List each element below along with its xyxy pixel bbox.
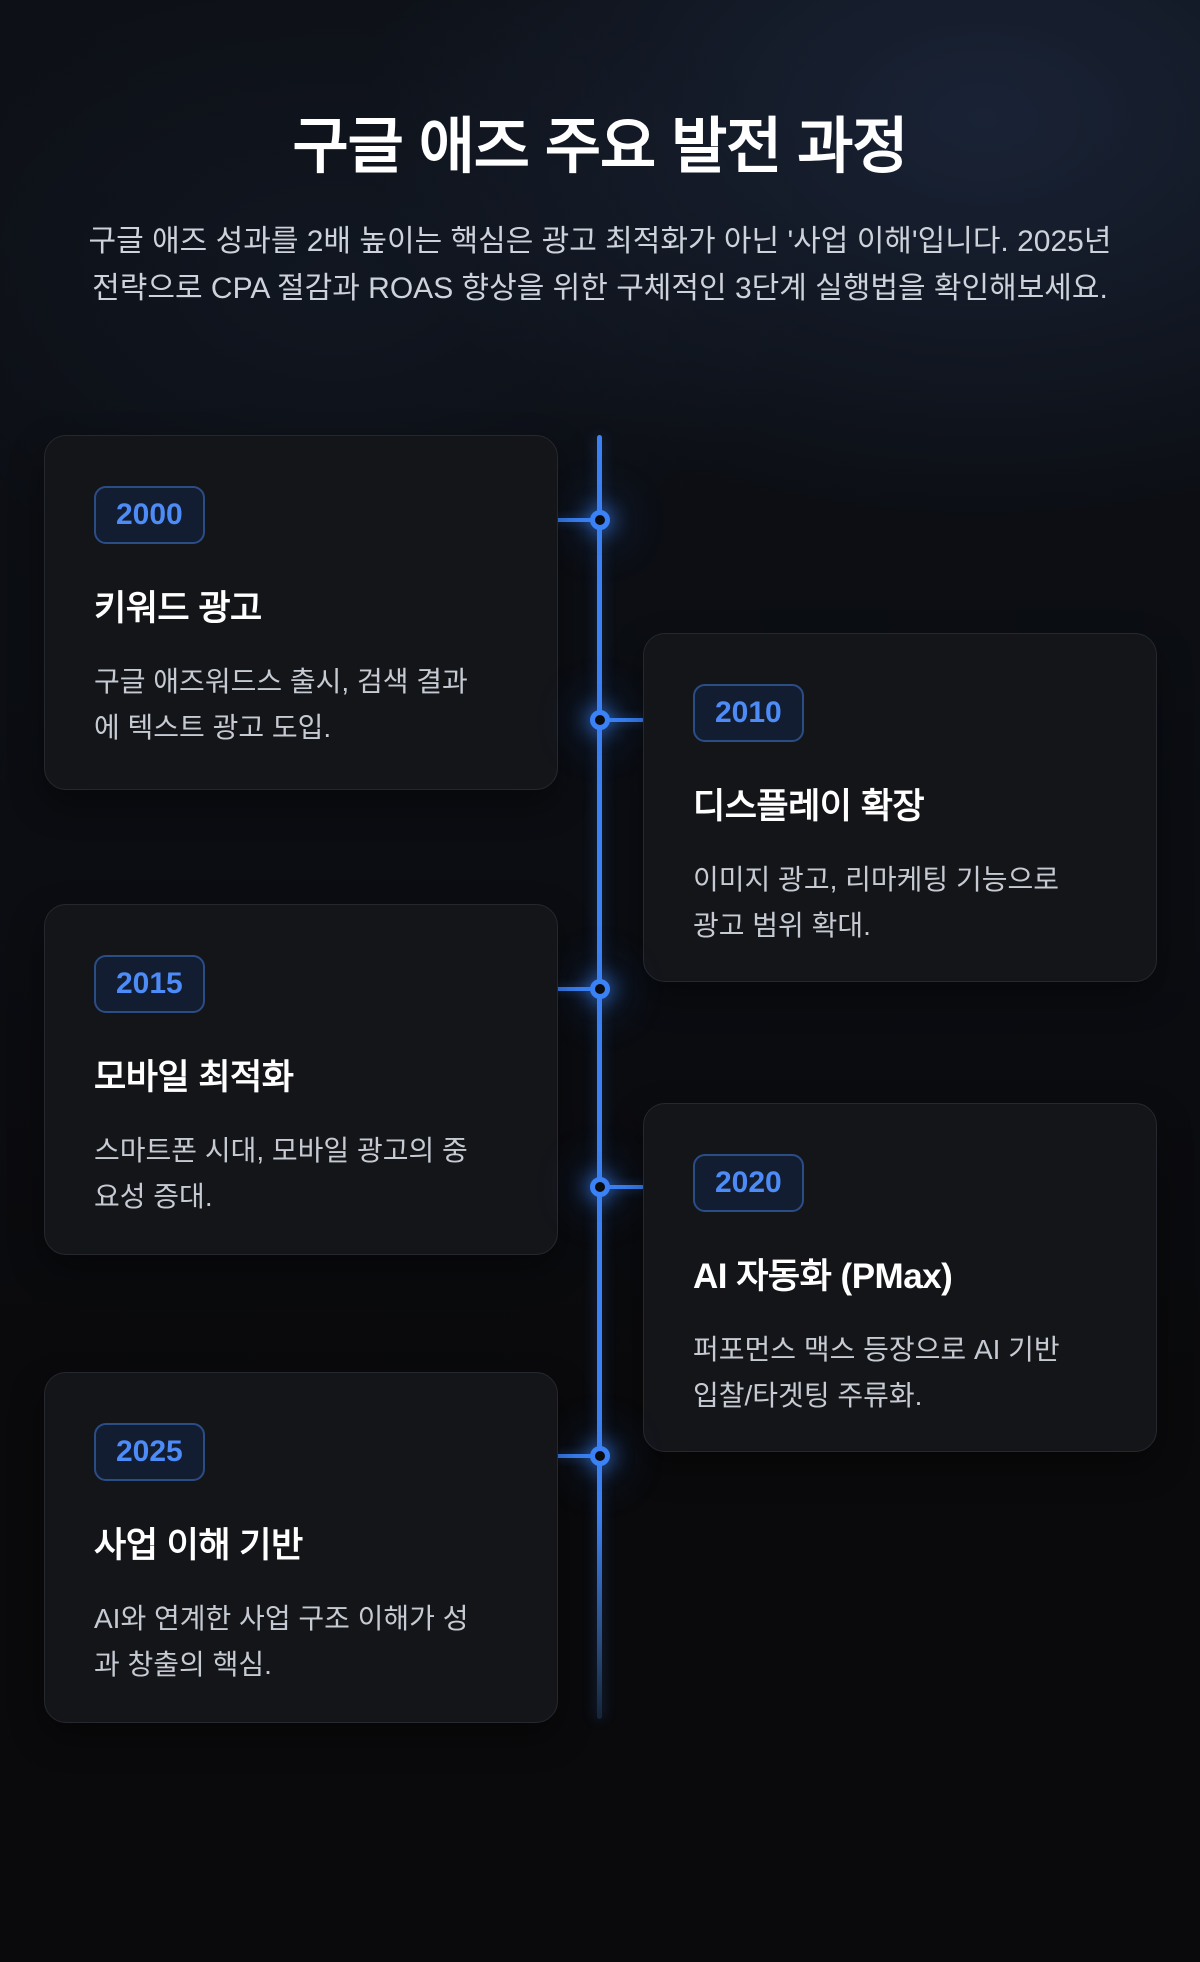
timeline-card: 2025 사업 이해 기반 AI와 연계한 사업 구조 이해가 성 과 창출의 … <box>44 1372 558 1723</box>
connector-line <box>556 518 600 522</box>
connector-line <box>600 1185 644 1189</box>
timeline-dot <box>590 710 610 730</box>
year-badge: 2010 <box>693 684 804 742</box>
connector-line <box>556 1454 600 1458</box>
card-title: 사업 이해 기반 <box>94 1526 303 1565</box>
connector-line <box>600 718 644 722</box>
timeline-dot <box>590 1446 610 1466</box>
card-description: 이미지 광고, 리마케팅 기능으로 광고 범위 확대. <box>693 864 1059 941</box>
timeline-dot <box>590 510 610 530</box>
connector-line <box>556 987 600 991</box>
header: 구글 애즈 주요 발전 과정 구글 애즈 성과를 2배 높이는 핵심은 광고 최… <box>0 0 1200 312</box>
page-title: 구글 애즈 주요 발전 과정 <box>292 112 909 180</box>
year-badge: 2025 <box>94 1423 205 1481</box>
card-title: 디스플레이 확장 <box>693 787 925 826</box>
year-badge: 2015 <box>94 955 205 1013</box>
card-description: 퍼포먼스 맥스 등장으로 AI 기반 입찰/타겟팅 주류화. <box>693 1334 1060 1411</box>
timeline-card: 2015 모바일 최적화 스마트폰 시대, 모바일 광고의 중 요성 증대. <box>44 904 558 1255</box>
card-description: 스마트폰 시대, 모바일 광고의 중 요성 증대. <box>94 1135 468 1212</box>
timeline-card: 2000 키워드 광고 구글 애즈워드스 출시, 검색 결과 에 텍스트 광고 … <box>44 435 558 790</box>
page-subtitle: 구글 애즈 성과를 2배 높이는 핵심은 광고 최적화가 아닌 '사업 이해'입… <box>88 225 1112 306</box>
year-badge: 2000 <box>94 486 205 544</box>
card-description: AI와 연계한 사업 구조 이해가 성 과 창출의 핵심. <box>94 1603 469 1680</box>
timeline-card: 2020 AI 자동화 (PMax) 퍼포먼스 맥스 등장으로 AI 기반 입찰… <box>643 1103 1157 1452</box>
card-title: 모바일 최적화 <box>94 1058 294 1097</box>
timeline-vertical-line <box>597 435 602 1719</box>
card-description: 구글 애즈워드스 출시, 검색 결과 에 텍스트 광고 도입. <box>94 666 468 743</box>
card-title: 키워드 광고 <box>94 589 262 628</box>
timeline-dot <box>590 1177 610 1197</box>
timeline: 2000 키워드 광고 구글 애즈워드스 출시, 검색 결과 에 텍스트 광고 … <box>0 435 1200 1962</box>
timeline-card: 2010 디스플레이 확장 이미지 광고, 리마케팅 기능으로 광고 범위 확대… <box>643 633 1157 982</box>
card-title: AI 자동화 (PMax) <box>693 1257 953 1296</box>
year-badge: 2020 <box>693 1154 804 1212</box>
timeline-dot <box>590 979 610 999</box>
